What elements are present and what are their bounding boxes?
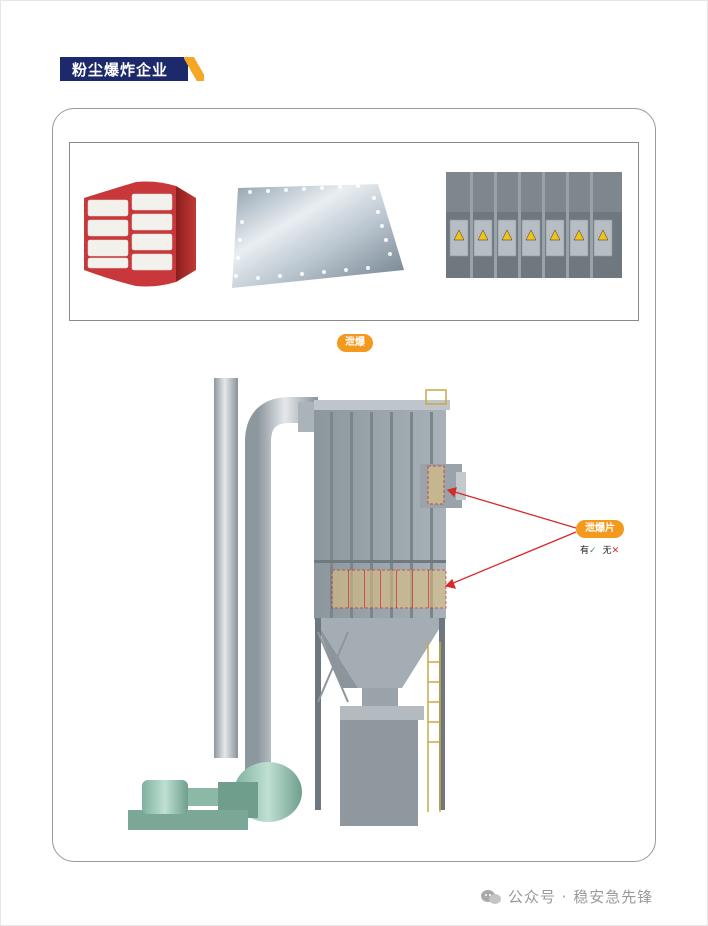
check-icon: ✓ <box>589 546 597 556</box>
photo-panel <box>69 142 639 321</box>
curved-vent-panel-image <box>84 181 196 287</box>
vent-wall-photo <box>446 172 622 278</box>
flat-rupture-panel-image <box>232 184 404 288</box>
dust-collector-illustration <box>128 378 577 830</box>
has-legend-item: 有✓ <box>580 546 597 556</box>
explosion-venting-badge: 泄爆 <box>337 334 373 352</box>
header-accent-stripe <box>184 57 204 81</box>
section-header: 粉尘爆炸企业 <box>60 57 204 81</box>
wechat-icon <box>481 889 501 904</box>
presence-legend: 有✓ 无✕ <box>580 543 619 556</box>
venting-panel-badge: 泄爆片 <box>576 520 624 538</box>
content-frame <box>52 108 656 862</box>
none-legend-item: 无✕ <box>602 546 620 556</box>
watermark: 公众号 · 稳安急先锋 <box>480 886 653 907</box>
section-title: 粉尘爆炸企业 <box>72 61 169 79</box>
watermark-text: 公众号 · 稳安急先锋 <box>508 888 654 906</box>
cross-icon: ✕ <box>611 546 620 556</box>
